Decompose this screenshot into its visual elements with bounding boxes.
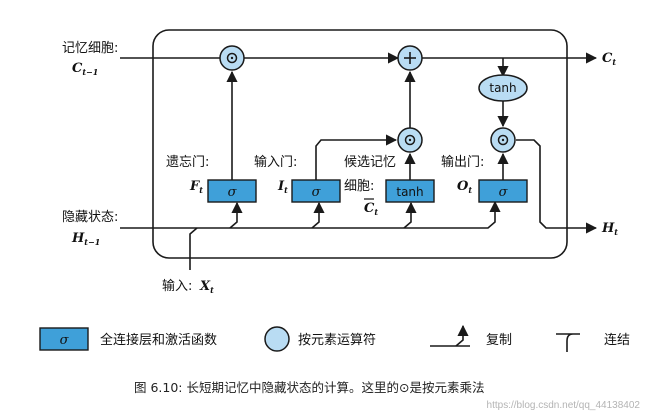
input-to-multiply	[315, 134, 398, 180]
tanh-operator: tanh	[478, 74, 528, 102]
candidate-gate-box-label: tanh	[396, 185, 423, 199]
output-multiply-operator	[490, 127, 516, 153]
forget-gate-box-symbol: σ	[228, 185, 238, 200]
memory-cell-label: 记忆细胞:	[62, 40, 118, 56]
add-operator	[397, 45, 423, 71]
forget-gate-label: 遗忘门:	[166, 155, 209, 170]
hidden-output-symbol: Ht	[601, 221, 618, 237]
memory-output-symbol: Ct	[602, 51, 616, 67]
legend-fc-box-symbol: σ	[60, 333, 70, 348]
input-x-line	[189, 227, 198, 270]
lstm-cell-frame	[152, 29, 568, 259]
branch-input	[311, 201, 325, 229]
legend-fc-layer-label: 全连接层和激活函数	[100, 332, 217, 348]
branch-candidate	[403, 201, 417, 229]
output-gate-box-symbol: σ	[499, 185, 509, 200]
legend-fc-box: σ	[39, 327, 89, 351]
legend-operator-circle	[264, 326, 290, 352]
input-gate-box-symbol: σ	[312, 185, 322, 200]
forget-multiply-operator	[219, 45, 245, 71]
legend-copy-arrow-icon	[430, 324, 470, 347]
legend-concat-label: 连结	[604, 332, 630, 348]
hidden-state-label: 隐藏状态:	[62, 210, 118, 225]
watermark: https://blog.csdn.net/qq_44138402	[487, 400, 641, 411]
memory-cell-symbol: Ct−1	[72, 61, 98, 77]
output-gate-box: σ	[478, 179, 528, 203]
input-gate-box: σ	[291, 179, 341, 203]
candidate-symbol: Ct	[364, 201, 378, 217]
forget-gate-symbol: Ft	[189, 179, 203, 195]
legend-elementwise-label: 按元素运算符	[298, 332, 376, 348]
tanh-operator-label: tanh	[489, 81, 516, 95]
branch-forget	[229, 201, 243, 229]
output-gate-symbol: Ot	[457, 179, 472, 195]
output-gate-label: 输出门:	[441, 154, 484, 170]
hidden-state-line	[120, 200, 501, 229]
input-gate-symbol: It	[277, 179, 288, 195]
hidden-state-symbol: Ht−1	[71, 231, 100, 247]
legend: σ 全连接层和激活函数 按元素运算符 复制 连结	[39, 324, 630, 352]
input-x-label: 输入:	[162, 278, 192, 294]
figure-caption: 图 6.10: 长短期记忆中隐藏状态的计算。这里的⊙是按元素乘法	[134, 380, 484, 395]
candidate-multiply-operator	[397, 127, 423, 153]
forget-gate-box: σ	[207, 179, 257, 203]
candidate-label-line2: 细胞:	[344, 179, 374, 194]
candidate-gate-box: tanh	[385, 179, 435, 203]
input-gate-label: 输入门:	[254, 154, 297, 170]
candidate-label-line1: 候选记忆	[344, 154, 396, 170]
legend-concat-arrow-icon	[556, 333, 580, 352]
input-x-symbol: Xt	[199, 279, 214, 295]
hidden-output-line	[516, 139, 598, 234]
legend-copy-label: 复制	[486, 333, 512, 348]
